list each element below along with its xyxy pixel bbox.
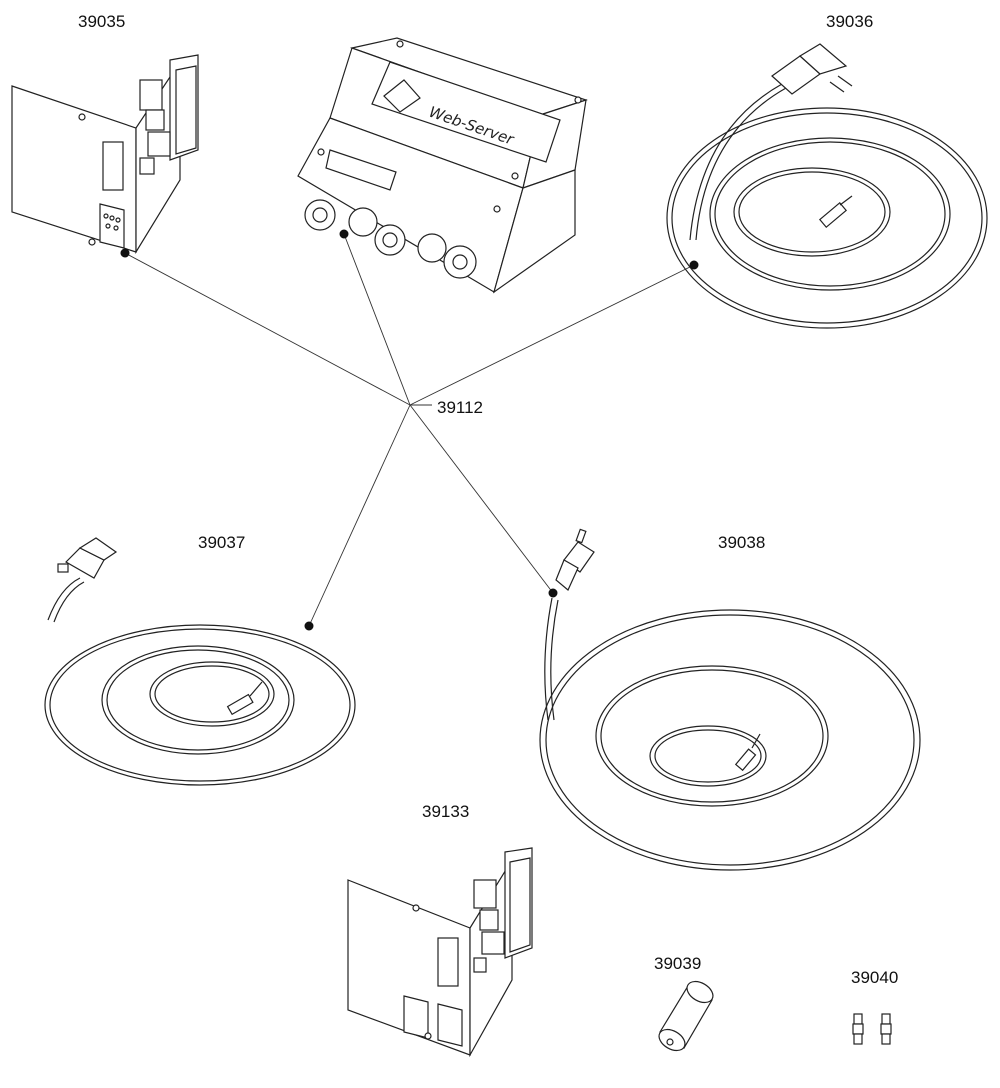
part-39039 [658, 980, 714, 1052]
circuit-board-39133 [347, 847, 533, 1058]
circuit-board-39035 [11, 54, 199, 258]
part-label-39035: 39035 [78, 12, 126, 31]
part-label-39039: 39039 [654, 954, 702, 973]
leader-39036 [409, 264, 695, 406]
part-label-39038: 39038 [718, 533, 766, 552]
cable-39038 [539, 528, 921, 871]
cable-39037 [44, 537, 356, 786]
leader-device [343, 233, 411, 406]
leader-39037 [308, 404, 411, 627]
cable-39036 [666, 43, 988, 329]
leader-39038 [409, 404, 554, 594]
part-label-39112: 39112 [437, 398, 484, 417]
leader-lines [124, 233, 695, 627]
web-server-enclosure: Web-Server [297, 37, 588, 294]
part-label-39036: 39036 [826, 12, 874, 31]
part-label-39040: 39040 [851, 968, 899, 987]
leader-39035 [124, 252, 411, 406]
part-39040 [852, 1013, 892, 1045]
part-label-39133: 39133 [422, 802, 470, 821]
part-label-39037: 39037 [198, 533, 246, 552]
